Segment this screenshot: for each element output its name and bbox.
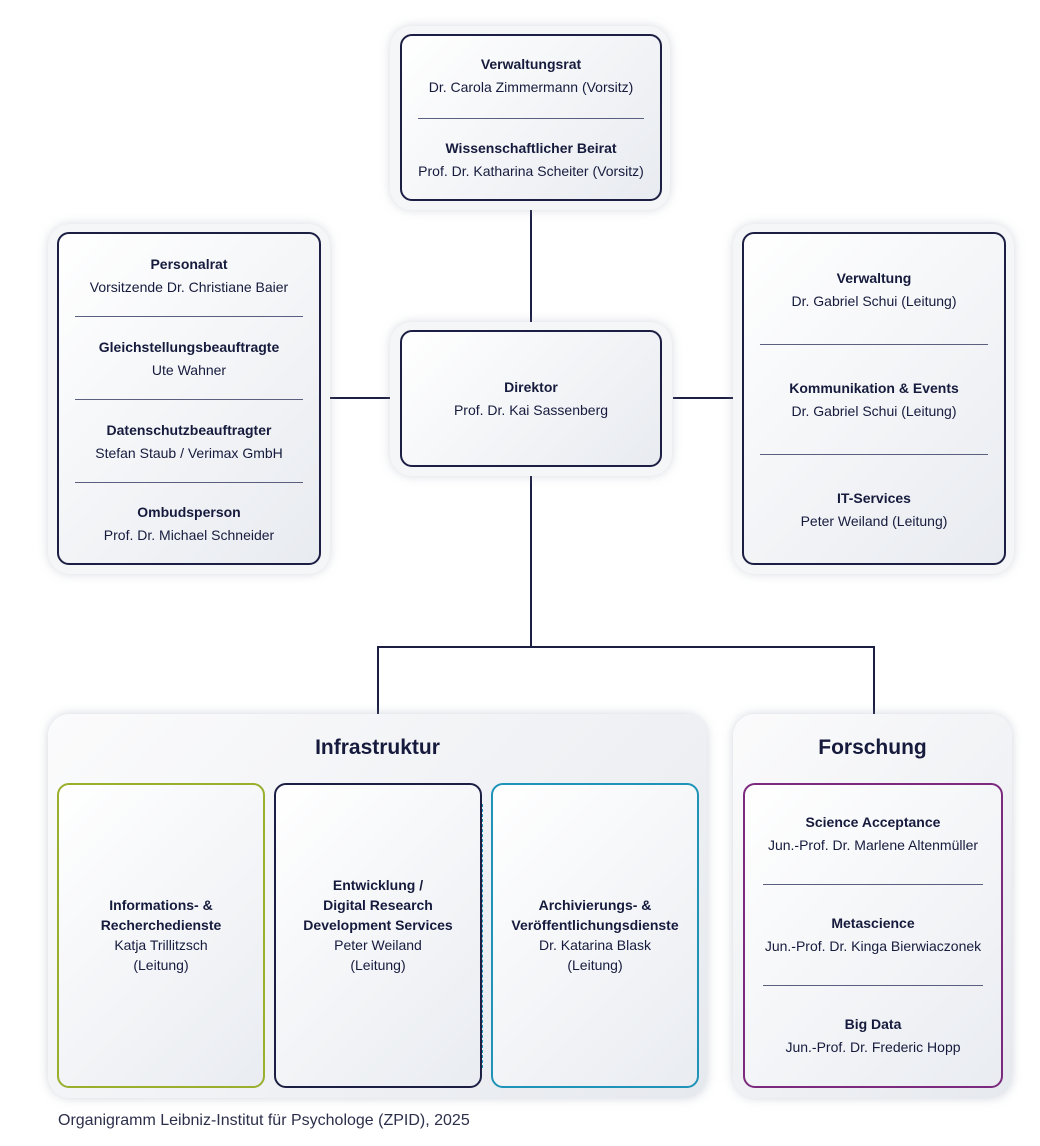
unit-text: Informations- & Recherchedienste Katja T… [59,895,263,975]
unit-title-line2: Veröffentlichungsdienste [511,917,679,933]
separator [763,985,983,986]
entry-person: Jun.-Prof. Dr. Kinga Bierwiaczonek [764,938,982,954]
unit-title-line1: Informations- & [109,897,213,913]
staff-entry-personalrat: Personalrat Vorsitzende Dr. Christiane B… [59,254,319,297]
infrastruktur-title: Infrastruktur [315,736,440,759]
unit-title-line3: Development Services [303,917,453,933]
board-entry-verwaltungsrat: Verwaltungsrat Dr. Carola Zimmermann (Vo… [402,54,660,97]
unit-title-line1: Entwicklung / [332,877,424,893]
forschung-panel: Forschung Science Acceptance Jun.-Prof. … [733,714,1012,1098]
entry-person: Prof. Dr. Michael Schneider [103,527,275,543]
connector-to-infrastruktur [377,646,379,714]
entry-person: Stefan Staub / Verimax GmbH [95,445,283,461]
entry-person: Jun.-Prof. Dr. Marlene Altenmüller [767,837,979,853]
staff-entry-datenschutz: Datenschutzbeauftragter Stefan Staub / V… [59,420,319,463]
unit-role: (Leitung) [567,957,623,973]
entry-person: Dr. Gabriel Schui (Leitung) [791,293,957,309]
unit-person: Katja Trillitzsch [114,937,208,953]
separator [760,454,988,455]
unit-title-line1: Archivierungs- & [538,897,652,913]
board-entry-beirat: Wissenschaftlicher Beirat Prof. Dr. Kath… [402,138,660,181]
director-entry: Direktor Prof. Dr. Kai Sassenberg [402,377,660,420]
forschung-entry-science-acceptance: Science Acceptance Jun.-Prof. Dr. Marlen… [745,812,1001,855]
forschung-entry-metascience: Metascience Jun.-Prof. Dr. Kinga Bierwia… [745,913,1001,956]
unit-role: (Leitung) [133,957,189,973]
entry-title: IT-Services [837,490,911,506]
director-person: Prof. Dr. Kai Sassenberg [453,402,609,418]
staff-entry-it-services: IT-Services Peter Weiland (Leitung) [744,488,1004,531]
unit-role: (Leitung) [350,957,406,973]
separator [760,344,988,345]
entry-person: Dr. Gabriel Schui (Leitung) [791,403,957,419]
entry-title: Verwaltungsrat [480,56,582,72]
unit-archivierung: Archivierungs- & Veröffentlichungsdienst… [491,783,699,1088]
infrastruktur-panel: Infrastruktur Informations- & Recherched… [48,714,707,1098]
entry-title: Gleichstellungsbeauftragte [98,339,280,355]
separator [75,399,303,400]
unit-person: Dr. Katarina Blask [538,937,652,953]
entry-title: Kommunikation & Events [789,380,959,396]
caption: Organigramm Leibniz-Institut für Psychol… [58,1112,470,1129]
dashed-divider-1 [264,804,265,1068]
director-box: Direktor Prof. Dr. Kai Sassenberg [400,330,662,467]
dashed-divider-2 [482,804,483,1068]
entry-person: Peter Weiland (Leitung) [800,513,948,529]
forschung-title: Forschung [818,736,927,759]
unit-title-line2: Digital Research [323,897,433,913]
forschung-entry-big-data: Big Data Jun.-Prof. Dr. Frederic Hopp [745,1014,1001,1057]
staff-entry-ombudsperson: Ombudsperson Prof. Dr. Michael Schneider [59,502,319,545]
separator [763,884,983,885]
entry-person: Dr. Carola Zimmermann (Vorsitz) [428,79,634,95]
staff-entry-kommunikation: Kommunikation & Events Dr. Gabriel Schui… [744,378,1004,421]
entry-person: Ute Wahner [151,362,227,378]
connector-director-right [673,397,733,399]
staff-entry-gleichstellung: Gleichstellungsbeauftragte Ute Wahner [59,337,319,380]
separator [75,316,303,317]
director-title: Direktor [504,379,558,395]
unit-person: Peter Weiland [334,937,422,953]
unit-text: Archivierungs- & Veröffentlichungsdienst… [493,895,697,975]
entry-title: Verwaltung [836,270,912,286]
connector-left-director [330,397,390,399]
entry-person: Prof. Dr. Katharina Scheiter (Vorsitz) [418,163,644,179]
staff-right-box: Verwaltung Dr. Gabriel Schui (Leitung) K… [742,232,1006,565]
connector-board-director [530,210,532,330]
staff-entry-verwaltung: Verwaltung Dr. Gabriel Schui (Leitung) [744,268,1004,311]
unit-informationsdienste: Informations- & Recherchedienste Katja T… [57,783,265,1088]
unit-title-line2: Recherchedienste [100,917,222,933]
unit-entwicklung: Entwicklung / Digital Research Developme… [274,783,482,1088]
unit-text: Entwicklung / Digital Research Developme… [276,875,480,975]
connector-director-down [530,476,532,648]
entry-title: Big Data [844,1016,902,1032]
forschung-box: Science Acceptance Jun.-Prof. Dr. Marlen… [743,783,1003,1088]
separator [418,118,644,119]
board-box: Verwaltungsrat Dr. Carola Zimmermann (Vo… [400,34,662,201]
entry-person: Vorsitzende Dr. Christiane Baier [89,279,289,295]
entry-title: Wissenschaftlicher Beirat [445,140,617,156]
entry-title: Personalrat [150,256,228,272]
entry-person: Jun.-Prof. Dr. Frederic Hopp [785,1039,961,1055]
entry-title: Science Acceptance [805,814,941,830]
connector-horizontal-branch [377,646,875,648]
staff-left-box: Personalrat Vorsitzende Dr. Christiane B… [57,232,321,565]
entry-title: Datenschutzbeauftragter [106,422,272,438]
entry-title: Ombudsperson [137,504,241,520]
connector-to-forschung [873,646,875,714]
entry-title: Metascience [831,915,915,931]
separator [75,482,303,483]
